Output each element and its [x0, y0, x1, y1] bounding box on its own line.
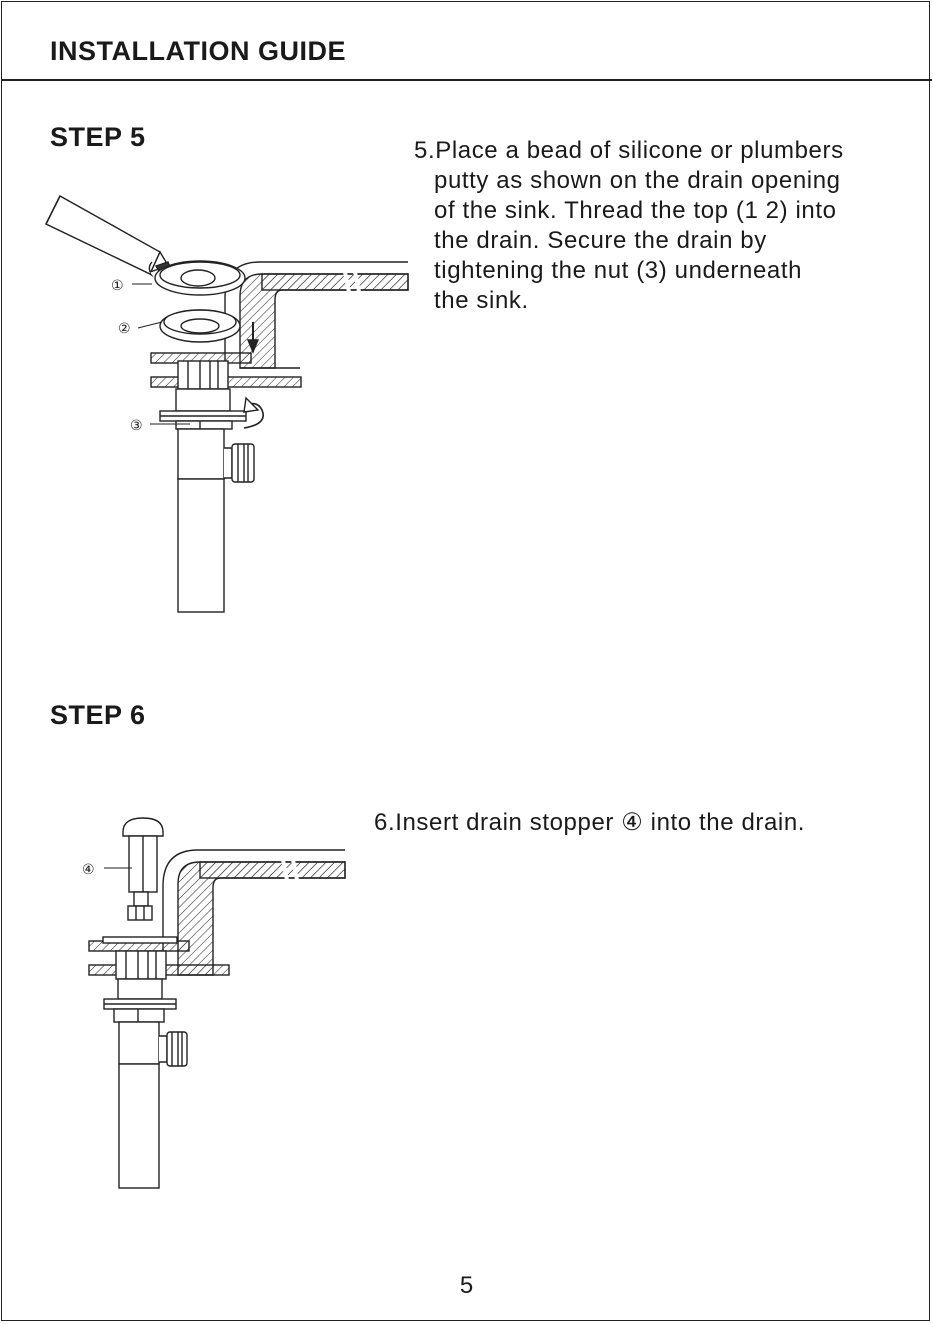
callout-1: ① [111, 278, 124, 294]
drain-tailpiece-upper [178, 429, 224, 479]
drain-tailpiece [119, 1064, 159, 1188]
drain-connector [176, 421, 232, 429]
drain-tailpiece-upper [119, 1022, 159, 1064]
sink-deck-right [262, 274, 408, 290]
drain-upper-body [116, 951, 166, 979]
overflow-inlet [159, 1036, 167, 1062]
step-5-diagram [46, 196, 408, 612]
drain-upper-body [178, 361, 228, 389]
silicone-tube-icon [46, 196, 172, 279]
callout-2: ② [118, 321, 131, 337]
step-6-diagram [89, 818, 345, 1188]
drain-tailpiece [178, 479, 224, 612]
gasket-part-2 [160, 310, 240, 342]
drain-flange-part-1 [155, 261, 245, 295]
drain-nut [118, 979, 162, 999]
drain-connector [114, 1009, 164, 1022]
sink-deck-right [200, 862, 345, 878]
rotate-arrow-icon [244, 398, 263, 428]
sink-basin-section [178, 862, 345, 975]
drain-flange [103, 937, 177, 943]
callout-3: ③ [130, 418, 143, 434]
drain-stopper-part-4 [123, 818, 163, 920]
callout-4: ④ [82, 862, 95, 878]
drain-nut [176, 389, 230, 411]
overflow-inlet [224, 448, 232, 478]
